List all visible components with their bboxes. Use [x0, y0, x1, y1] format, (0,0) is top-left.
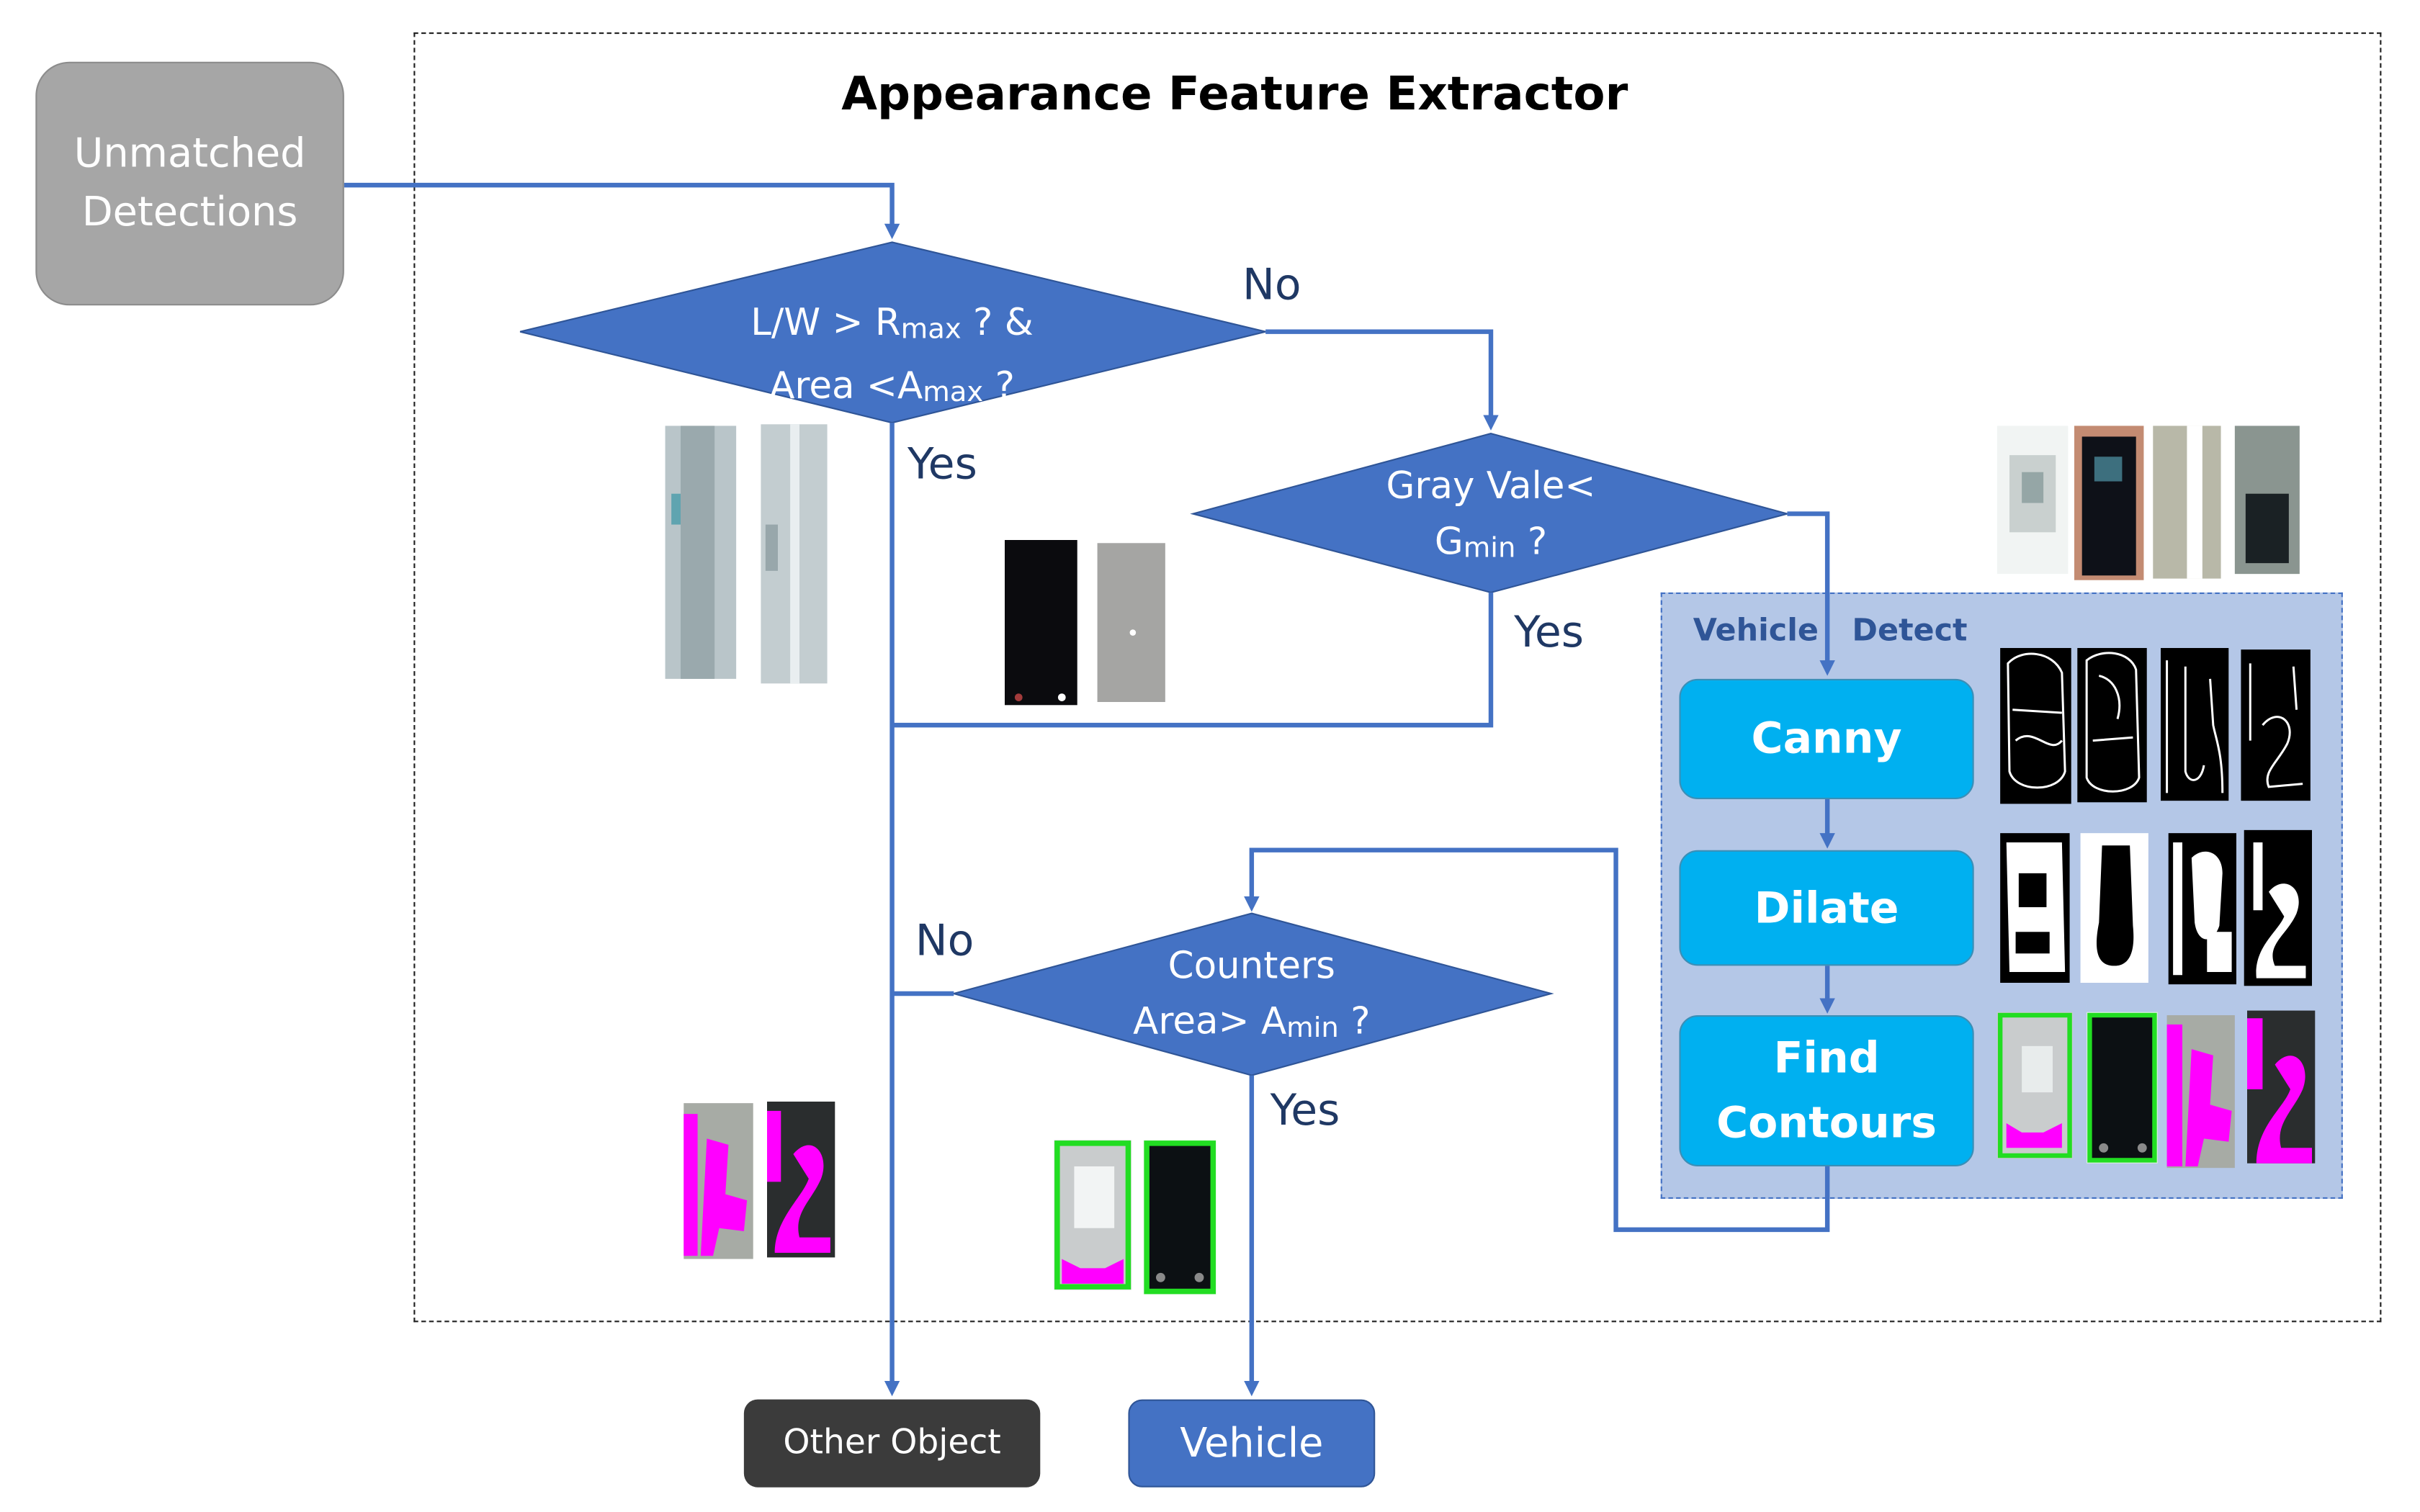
edge-label-no-ratio: No: [1242, 259, 1301, 310]
arrow-find-to-d3: [1244, 847, 1830, 1233]
edge-label-no-contour: No: [915, 914, 974, 966]
find-line-2: Contours: [1716, 1097, 1937, 1148]
thumbs-ratio-reject: [665, 424, 828, 684]
thumbs-dilate: [2000, 829, 2312, 986]
outcome-vehicle: Vehicle: [1128, 1399, 1376, 1488]
thumbs-input-crops: [1996, 426, 2300, 580]
start-node-unmatched-detections: Unmatched Detections: [35, 61, 344, 306]
thumbs-find-contours: [1996, 1010, 2316, 1169]
decision-label-ratio-area: L/W > Rmax ? & Area <Amax ?: [750, 300, 1034, 409]
arrow-d2-no-to-canny: [1787, 511, 1835, 676]
arrow-start-to-d1: [344, 182, 900, 240]
outcome-other-object: Other Object: [743, 1399, 1041, 1488]
panel-label-vehicle: Vehicle: [1693, 611, 1819, 648]
thumbs-vehicle-accept: [1054, 1140, 1216, 1295]
thumbs-gray-reject: [1005, 540, 1165, 706]
start-line-2: Detections: [81, 189, 298, 236]
extractor-frame: [413, 32, 2382, 1323]
edge-label-yes-gray: Yes: [1514, 606, 1585, 657]
edge-label-yes-ratio: Yes: [908, 438, 977, 490]
process-dilate: Dilate: [1679, 850, 1974, 966]
find-line-1: Find: [1773, 1032, 1880, 1084]
arrow-d2-yes: [892, 592, 1494, 728]
panel-label-detect: Detect: [1852, 611, 1968, 648]
process-canny: Canny: [1679, 678, 1974, 799]
thumbs-canny-edges: [2000, 648, 2311, 804]
edge-label-yes-contour: Yes: [1270, 1084, 1340, 1136]
arrow-d1-no: [1265, 329, 1499, 431]
thumbs-contour-reject: [684, 1102, 835, 1259]
decision-label-contour-area: Counters Area> Amin ?: [1133, 944, 1371, 1045]
start-line-1: Unmatched: [73, 131, 306, 178]
process-find-contours: Find Contours: [1679, 1015, 1974, 1166]
diagram-title: Appearance Feature Extractor: [841, 68, 1628, 122]
decision-label-gray-value: Gray Vale< Gmin ?: [1386, 464, 1596, 565]
